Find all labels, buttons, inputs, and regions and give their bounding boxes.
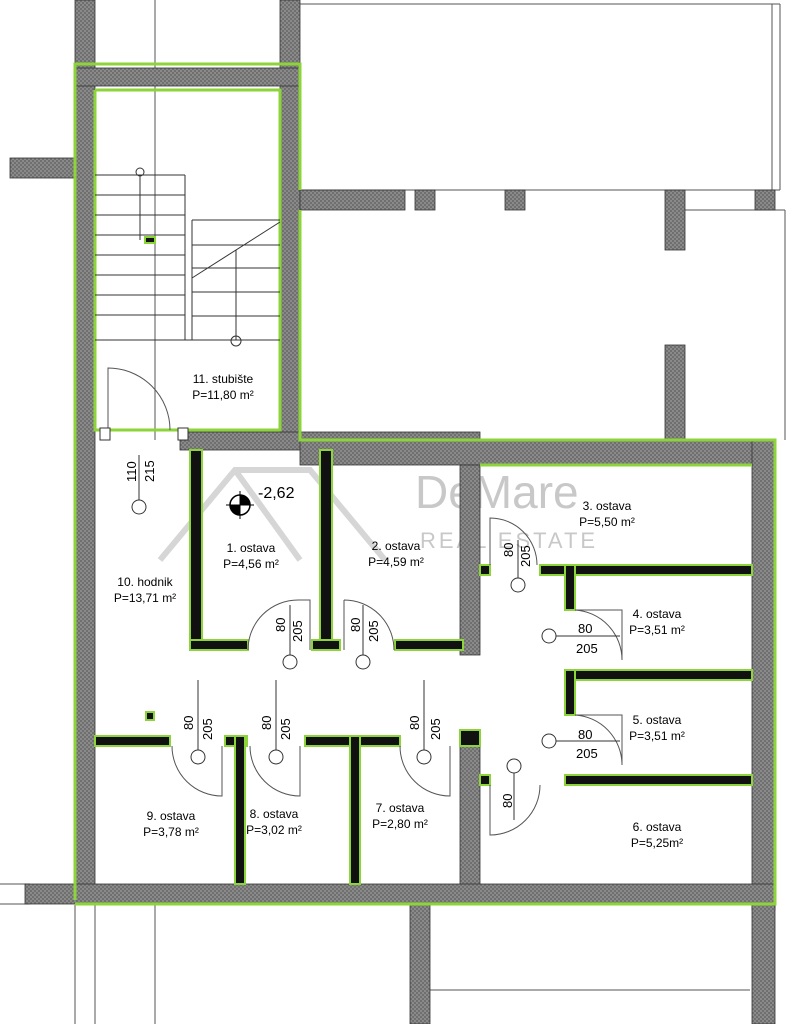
room-area-ostava-6: P=5,25m² [631, 836, 683, 850]
room-name-ostava-1: 1. ostava [227, 541, 276, 555]
room-name-ostava-8: 8. ostava [250, 807, 299, 821]
door-width: 80 [181, 716, 196, 730]
door-height: 205 [290, 620, 305, 642]
room-labels: 11. stubište P=11,80 m² 10. hodnik P=13,… [114, 372, 685, 850]
watermark-brand: DeMare [415, 466, 579, 518]
outline-lines [0, 0, 786, 1024]
room-area-ostava-2: P=4,59 m² [368, 555, 424, 569]
elevation-value: -2,62 [258, 485, 295, 502]
door-width: 80 [578, 621, 592, 636]
watermark-tagline: REAL ESTATE [420, 528, 598, 553]
door-dimensions: 110 215 80 205 80 205 80 205 80 205 80 2… [124, 460, 598, 808]
elevation-marker: -2,62 [226, 485, 295, 519]
door-width: 80 [348, 618, 363, 632]
room-area-hodnik: P=13,71 m² [114, 591, 176, 605]
room-area-ostava-5: P=3,51 m² [629, 729, 685, 743]
room-name-ostava-7: 7. ostava [376, 801, 425, 815]
room-area-ostava-1: P=4,56 m² [223, 557, 279, 571]
room-name-ostava-3: 3. ostava [583, 499, 632, 513]
room-name-ostava-9: 9. ostava [147, 809, 196, 823]
room-name-ostava-5: 5. ostava [633, 713, 682, 727]
door-width: 80 [259, 716, 274, 730]
room-area-stubiste: P=11,80 m² [192, 388, 253, 402]
door-height: 205 [428, 718, 443, 740]
door-swings [99, 367, 623, 836]
door-height: 205 [576, 746, 598, 761]
door-height: 205 [576, 641, 598, 656]
door-width: 80 [500, 794, 515, 808]
door-width: 80 [501, 543, 516, 557]
room-area-ostava-9: P=3,78 m² [143, 825, 199, 839]
watermark: DeMare REAL ESTATE [157, 466, 598, 562]
door-height: 205 [518, 545, 533, 567]
door-height: 205 [200, 718, 215, 740]
door-height: 215 [142, 460, 157, 482]
door-width: 110 [124, 461, 139, 482]
door-markers [131, 455, 620, 820]
door-width: 80 [578, 727, 592, 742]
walls [9, 0, 776, 1024]
partitions [94, 236, 753, 885]
room-area-ostava-4: P=3,51 m² [629, 623, 685, 637]
room-name-hodnik: 10. hodnik [117, 575, 173, 589]
door-width: 80 [407, 716, 422, 730]
staircase [95, 167, 281, 347]
room-name-ostava-6: 6. ostava [633, 820, 682, 834]
room-name-ostava-4: 4. ostava [633, 607, 682, 621]
door-height: 205 [366, 620, 381, 642]
room-name-ostava-2: 2. ostava [372, 539, 421, 553]
door-height: 205 [278, 718, 293, 740]
room-area-ostava-7: P=2,80 m² [372, 817, 428, 831]
door-width: 80 [273, 618, 288, 632]
room-area-ostava-3: P=5,50 m² [579, 515, 635, 529]
boundary-outline [73, 62, 777, 906]
room-area-ostava-8: P=3,02 m² [246, 823, 302, 837]
room-name-stubiste: 11. stubište [193, 372, 254, 386]
